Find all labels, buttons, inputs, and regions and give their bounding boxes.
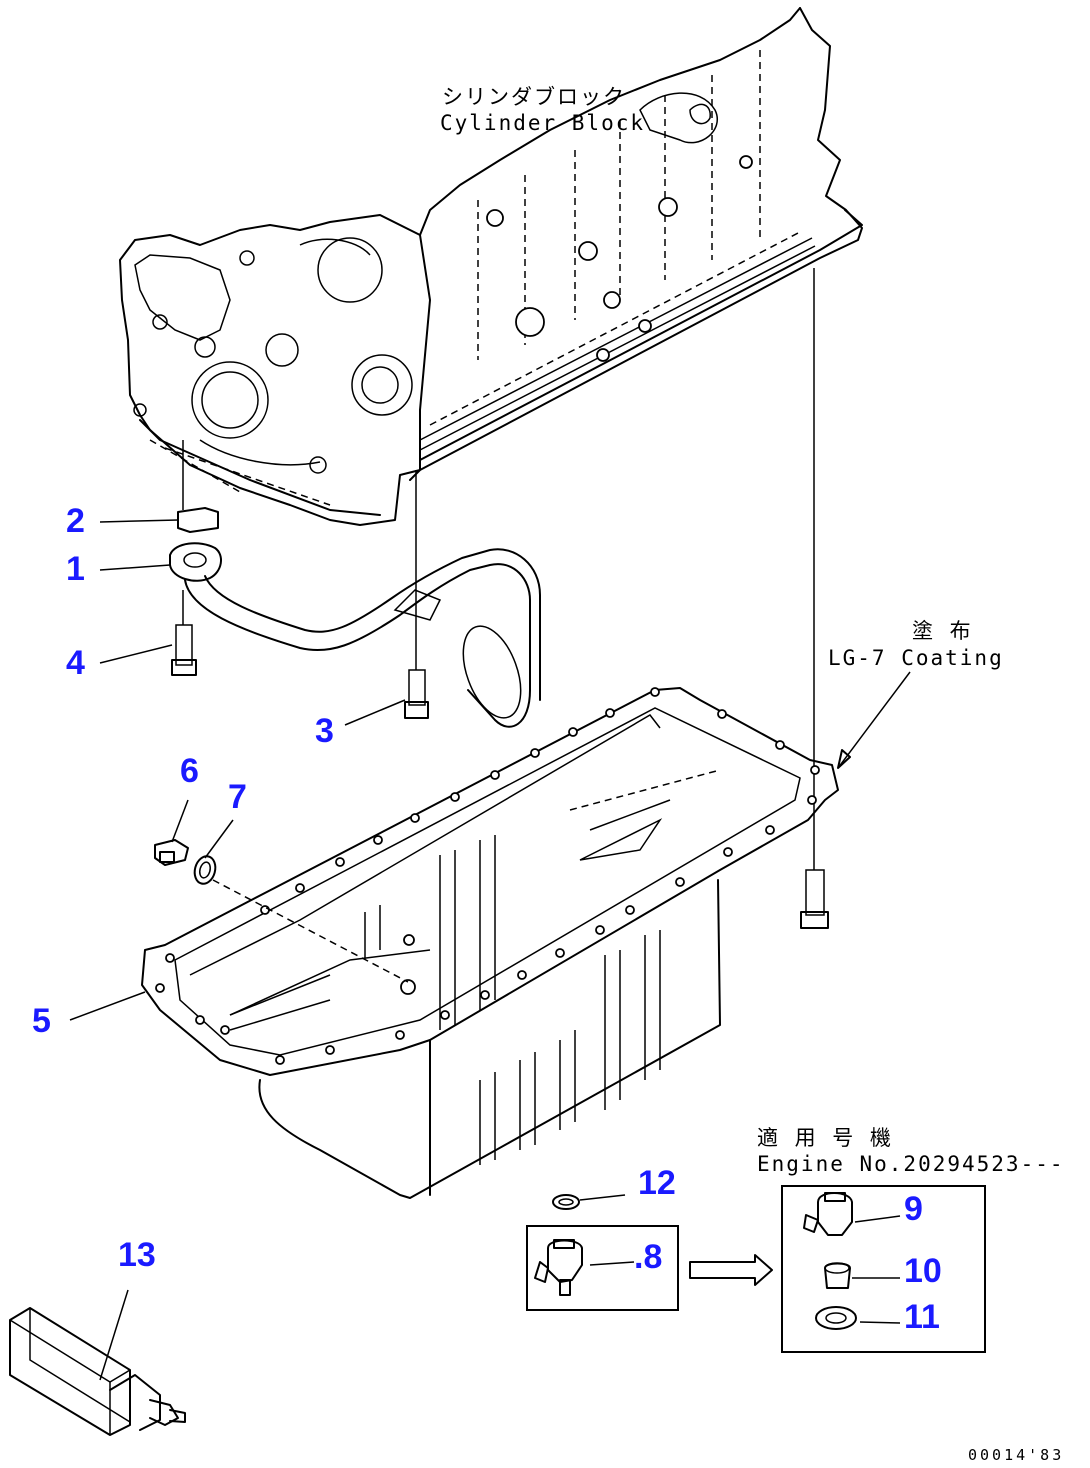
wrench-tool-drawing — [9, 1307, 186, 1436]
callout-7[interactable]: 7 — [228, 778, 247, 816]
drain-plug-drawing — [154, 839, 409, 983]
callout-11[interactable]: 11 — [904, 1298, 940, 1336]
figure-number: 00014'83 — [968, 1446, 1064, 1464]
callout-13[interactable]: 13 — [118, 1236, 156, 1274]
serial-label-jp: 適 用 号 機 — [757, 1126, 893, 1150]
oil-pan-drawing — [141, 687, 839, 1199]
oil-pipe-drawing — [169, 507, 541, 728]
serial-label-en: Engine No.20294523--- — [757, 1152, 1065, 1176]
callout-9[interactable]: 9 — [904, 1190, 923, 1228]
cylinder-block-drawing — [119, 7, 863, 526]
leader-lines — [69, 519, 911, 1381]
callout-5[interactable]: 5 — [32, 1002, 51, 1040]
coating-label-en: LG-7 Coating — [828, 646, 1004, 670]
bolts-drawing — [171, 268, 829, 929]
cylinder-block-label-en: Cylinder Block — [440, 111, 645, 135]
coating-label-jp: 塗 布 — [912, 619, 973, 643]
callout-12[interactable]: 12 — [638, 1164, 676, 1202]
callout-1[interactable]: 1 — [66, 550, 85, 588]
callout-6[interactable]: 6 — [180, 752, 199, 790]
callout-3[interactable]: 3 — [315, 712, 334, 750]
callout-2[interactable]: 2 — [66, 502, 85, 540]
valve-assembly-drawing — [526, 1185, 986, 1353]
cylinder-block-label-jp: シリンダブロック — [442, 85, 626, 109]
callout-4[interactable]: 4 — [66, 644, 85, 682]
callout-10[interactable]: 10 — [904, 1252, 942, 1290]
callout-8[interactable]: .8 — [634, 1238, 662, 1276]
